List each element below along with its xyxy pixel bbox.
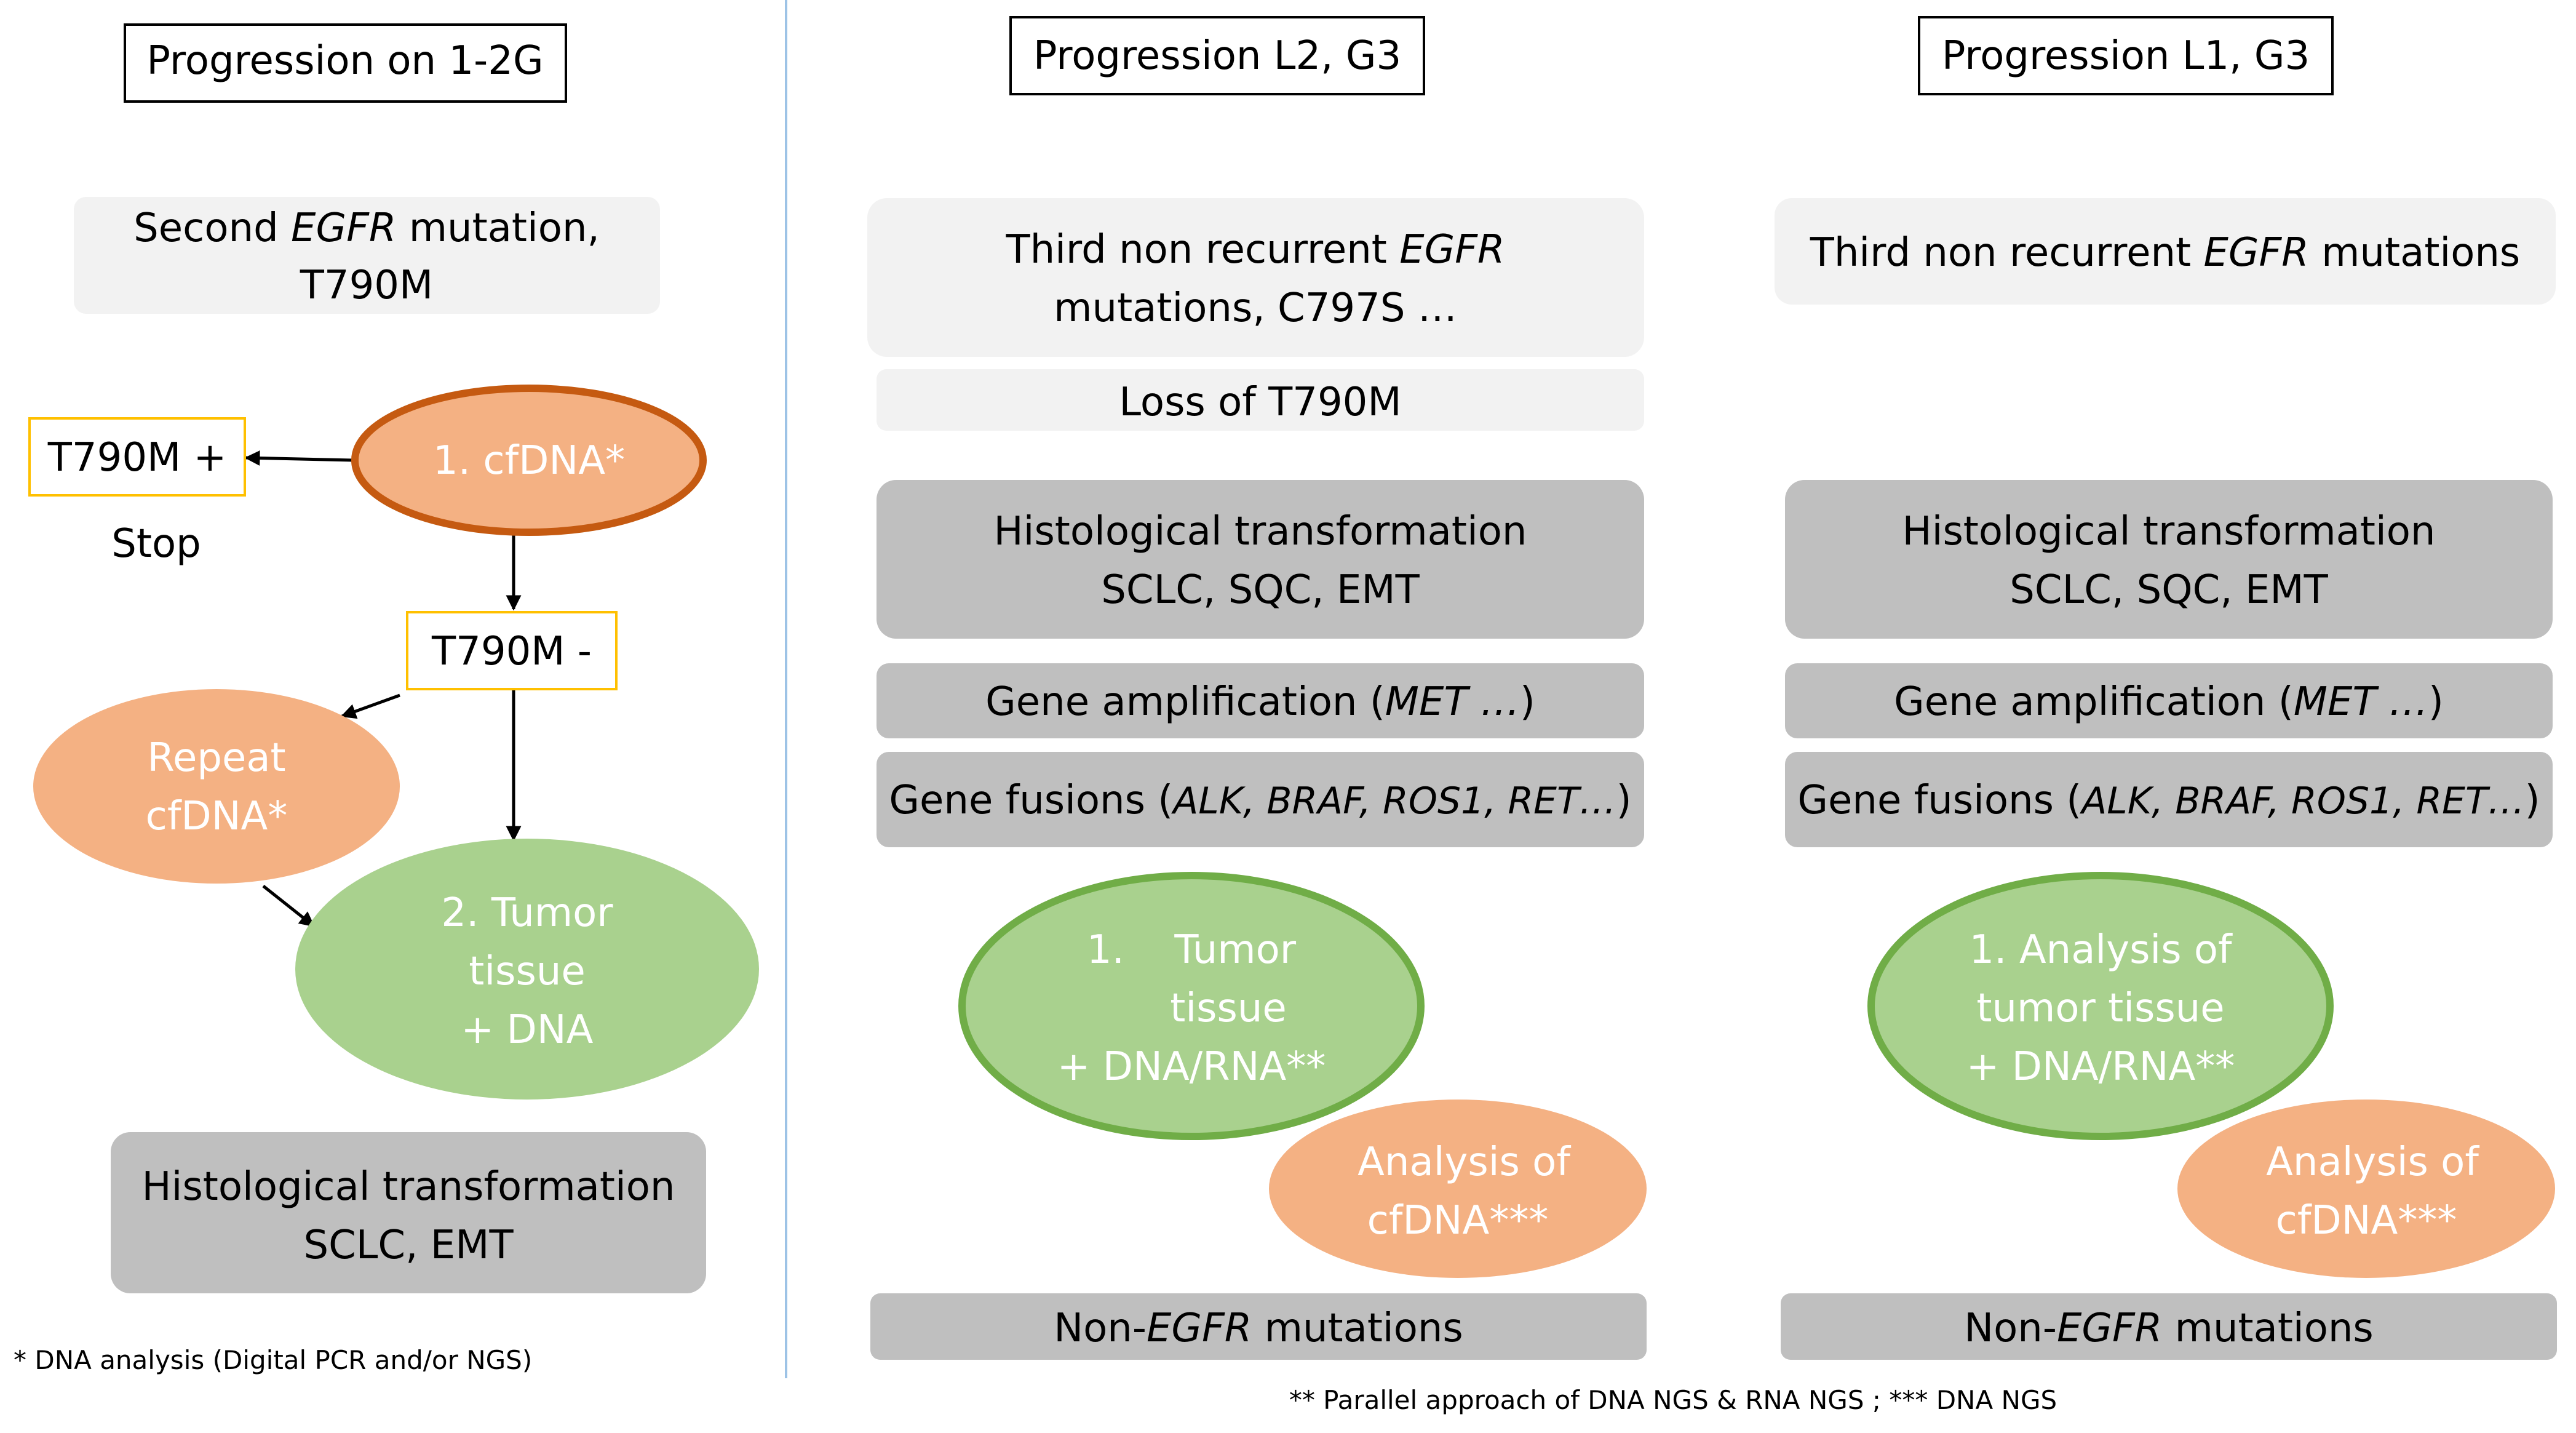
histological-box <box>1785 480 2553 639</box>
column-progression-l1-g3: Progression L1, G3 Third non recurrent E… <box>1775 16 2557 1360</box>
histological-line1: Histological transformation <box>994 509 1527 554</box>
third-mutation-line1: Third non recurrent EGFR <box>1005 227 1505 273</box>
histological-line2: SCLC, SQC, EMT <box>1101 567 1420 613</box>
repeat-cfdna-line2: cfDNA* <box>146 794 288 839</box>
non-egfr-label: Non-EGFR mutations <box>1054 1306 1463 1351</box>
tumor-tissue-node <box>295 839 759 1100</box>
repeat-cfdna-node <box>33 689 400 884</box>
header-box <box>1009 16 1425 95</box>
footnote-right: ** Parallel approach of DNA NGS & RNA NG… <box>1289 1385 2057 1415</box>
gene-fusions-box <box>1785 752 2553 847</box>
column-progression-1-2g: Progression on 1-2G Second EGFR mutation… <box>14 23 759 1375</box>
tumor-tissue-node <box>958 872 1425 1140</box>
analysis-cfdna-line2: cfDNA*** <box>1367 1198 1549 1243</box>
histological-box <box>111 1132 706 1293</box>
t790m-negative-box <box>406 611 618 690</box>
header-title: Progression L1, G3 <box>1942 33 2310 79</box>
t790m-negative-label: T790M - <box>431 629 592 674</box>
third-mutation-line2: mutations, C797S … <box>1054 285 1457 331</box>
analysis-cfdna-node <box>2177 1100 2555 1278</box>
gene-amplification-box <box>877 663 1644 738</box>
tumor-tissue-line3: + DNA/RNA** <box>1057 1044 1326 1090</box>
histological-line2: SCLC, EMT <box>303 1223 514 1268</box>
tumor-tissue-line2: tissue <box>1170 986 1287 1031</box>
tumor-tissue-line2: tumor tissue <box>1976 986 2224 1031</box>
footnote-left: * DNA analysis (Digital PCR and/or NGS) <box>14 1345 532 1375</box>
tumor-tissue-node <box>1867 872 2334 1140</box>
tumor-tissue-line1: 1. Analysis of <box>1969 927 2233 973</box>
stop-label: Stop <box>111 521 201 567</box>
histological-line1: Histological transformation <box>1902 509 2436 554</box>
loss-t790m-label: Loss of T790M <box>1119 380 1401 425</box>
gene-amplification-label: Gene amplification (MET …) <box>985 679 1535 725</box>
cfdna-node <box>351 385 707 536</box>
analysis-cfdna-line1: Analysis of <box>1358 1140 1571 1185</box>
t790m-positive-box <box>28 417 246 497</box>
gene-amplification-label: Gene amplification (MET …) <box>1894 679 2444 725</box>
header-box <box>1918 16 2334 95</box>
header-title: Progression on 1-2G <box>146 38 543 84</box>
arrow-repeat-to-tissue <box>262 885 315 927</box>
second-mutation-line2: T790M <box>300 263 433 308</box>
gene-amplification-box <box>1785 663 2553 738</box>
second-mutation-box <box>74 197 660 314</box>
analysis-cfdna-node <box>1269 1100 1647 1278</box>
header-title: Progression L2, G3 <box>1033 33 1401 79</box>
arrow-negative-to-repeat <box>340 693 400 719</box>
header-box <box>124 23 567 103</box>
arrow-cfdna-to-positive <box>244 450 354 466</box>
tumor-tissue-line1: 1. Tumor <box>1087 927 1297 973</box>
column-progression-l2-g3: Progression L2, G3 Third non recurrent E… <box>867 16 2057 1415</box>
tumor-tissue-line2: tissue <box>469 949 586 994</box>
histological-line2: SCLC, SQC, EMT <box>2010 567 2328 613</box>
third-mutation-box <box>1775 198 2556 305</box>
histological-line1: Histological transformation <box>142 1164 675 1210</box>
gene-fusions-box <box>877 752 1644 847</box>
tumor-tissue-line3: + DNA <box>461 1007 594 1053</box>
non-egfr-box <box>1781 1293 2557 1360</box>
non-egfr-box <box>870 1293 1647 1360</box>
analysis-cfdna-line1: Analysis of <box>2266 1140 2479 1185</box>
histological-box <box>877 480 1644 639</box>
third-mutation-label: Third non recurrent EGFR mutations <box>1810 230 2521 276</box>
loss-t790m-box <box>877 369 1644 431</box>
analysis-cfdna-line2: cfDNA*** <box>2276 1198 2457 1243</box>
repeat-cfdna-line1: Repeat <box>147 735 285 781</box>
third-mutation-box <box>867 198 1644 357</box>
tumor-tissue-line3: + DNA/RNA** <box>1966 1044 2235 1090</box>
gene-fusions-label: Gene fusions (ALK, BRAF, ROS1, RET…) <box>889 778 1631 823</box>
t790m-positive-label: T790M + <box>47 435 226 481</box>
gene-fusions-label: Gene fusions (ALK, BRAF, ROS1, RET…) <box>1797 778 2540 823</box>
non-egfr-label: Non-EGFR mutations <box>1964 1306 2374 1351</box>
cfdna-label: 1. cfDNA* <box>433 438 625 484</box>
second-mutation-line1: Second EGFR mutation, <box>133 206 600 251</box>
tumor-tissue-line1: 2. Tumor <box>441 890 613 936</box>
